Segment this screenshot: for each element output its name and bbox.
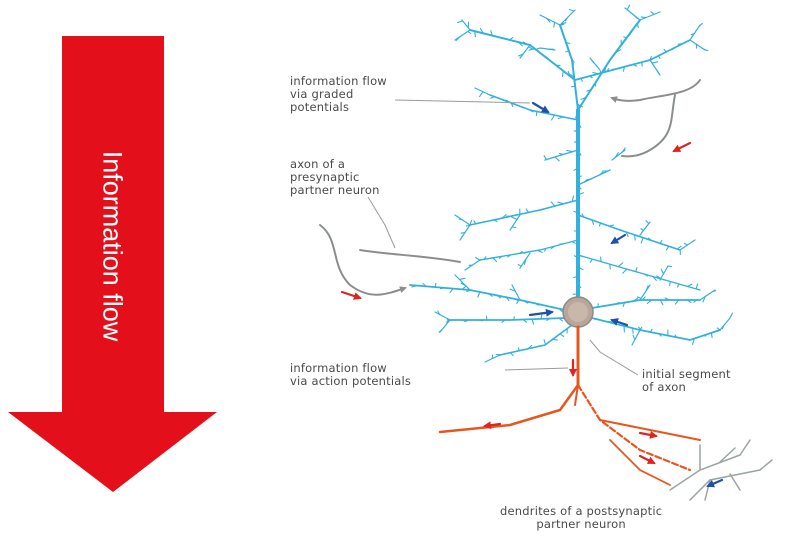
spine <box>491 97 495 99</box>
spine <box>512 227 516 228</box>
spine <box>684 243 687 245</box>
spine <box>677 284 679 287</box>
spine <box>658 56 660 59</box>
spine <box>457 21 462 23</box>
spine <box>537 48 540 49</box>
label-action-potentials: information flow via action potentials <box>290 362 411 388</box>
spine <box>688 284 692 286</box>
label-line: of axon <box>642 381 731 394</box>
arrow-label: Information flow <box>97 151 128 342</box>
spine <box>572 86 576 87</box>
spine <box>478 292 480 297</box>
spine <box>677 246 681 249</box>
spine <box>641 17 646 18</box>
spine <box>651 12 654 15</box>
spine <box>633 335 635 340</box>
spine <box>475 31 476 36</box>
spine <box>627 5 629 10</box>
label-line: potentials <box>290 101 387 114</box>
spine <box>678 44 682 45</box>
spine <box>501 38 504 39</box>
label-line: partner neuron <box>290 184 380 197</box>
spine <box>642 62 643 66</box>
spine <box>593 73 598 74</box>
soma-nucleus <box>568 302 588 322</box>
spine <box>467 225 470 226</box>
spine <box>480 92 483 97</box>
spine <box>637 24 638 28</box>
spine <box>633 65 637 67</box>
spine <box>609 225 613 226</box>
spine <box>552 115 555 120</box>
spine <box>560 334 564 337</box>
spine <box>551 202 555 206</box>
spine <box>635 235 636 240</box>
spine <box>559 154 563 155</box>
spine <box>730 313 733 318</box>
spine <box>486 316 487 320</box>
spine <box>586 179 592 181</box>
spine <box>459 278 465 279</box>
spine <box>558 117 563 119</box>
spine <box>722 325 724 329</box>
spine <box>652 62 658 63</box>
spine <box>563 71 564 77</box>
spine <box>544 156 546 160</box>
spine <box>670 282 671 286</box>
spine <box>605 67 606 72</box>
spine <box>459 219 462 220</box>
spine <box>435 283 436 287</box>
spine <box>601 257 602 262</box>
spine <box>553 339 558 340</box>
postsynaptic-dendrites <box>670 440 772 500</box>
label-graded-potentials: information flow via graded potentials <box>290 75 387 114</box>
spine <box>518 264 521 266</box>
spine <box>661 269 663 274</box>
label-initial-segment: initial segment of axon <box>642 368 731 394</box>
spine <box>555 157 559 161</box>
spine <box>570 10 574 12</box>
spine <box>657 71 659 74</box>
spine <box>476 258 480 261</box>
spine <box>590 259 592 262</box>
label-line: partner neuron <box>500 518 662 531</box>
spine <box>460 320 465 321</box>
spine <box>641 229 643 231</box>
spine <box>536 111 537 115</box>
spine <box>594 319 598 320</box>
spine <box>493 220 497 221</box>
spine <box>518 348 519 351</box>
label-line: via action potentials <box>290 375 411 388</box>
spine <box>646 221 649 224</box>
spine <box>512 217 517 219</box>
spine <box>711 333 712 338</box>
spine <box>610 264 611 269</box>
spine <box>618 263 622 267</box>
spine <box>660 240 662 243</box>
spine <box>567 150 573 151</box>
spine <box>696 284 697 289</box>
spine <box>636 268 637 272</box>
label-postsynaptic-dendrites: dendrites of a postsynaptic partner neur… <box>500 505 662 531</box>
spine <box>554 22 555 27</box>
spine <box>493 258 497 262</box>
spine <box>479 222 485 223</box>
flow-arrows <box>342 103 722 486</box>
axon <box>440 327 700 485</box>
spine <box>623 269 627 273</box>
spine <box>544 340 545 345</box>
spine <box>641 238 643 243</box>
spine <box>468 32 471 34</box>
spine <box>558 202 564 204</box>
label-leader-lines <box>368 100 638 375</box>
spine <box>572 242 575 244</box>
spine <box>666 246 668 250</box>
label-presynaptic-axon: axon of a presynaptic partner neuron <box>290 158 380 197</box>
